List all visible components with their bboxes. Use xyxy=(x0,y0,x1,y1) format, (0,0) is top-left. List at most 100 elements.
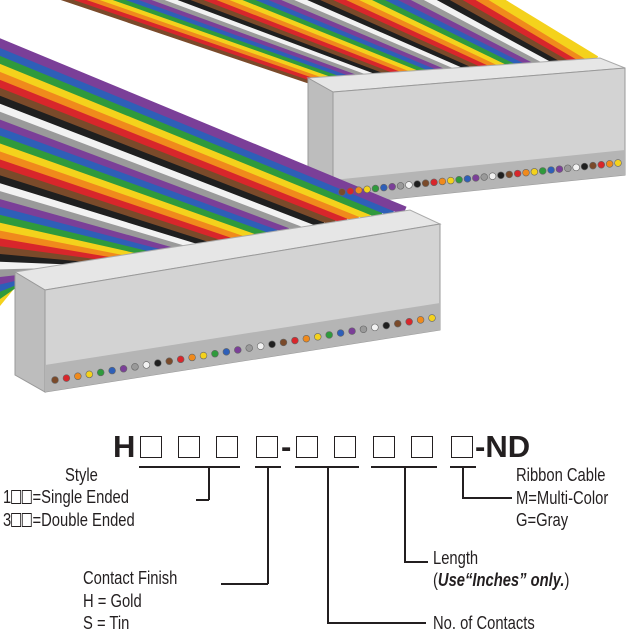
contact-pin xyxy=(472,174,480,182)
ribbon-wire xyxy=(410,0,547,68)
ribbon-wire xyxy=(462,0,581,66)
contact-pin xyxy=(539,167,547,175)
contact-pin xyxy=(245,344,253,352)
contact-pin xyxy=(314,333,322,341)
part-box xyxy=(296,436,318,458)
contact-pin xyxy=(371,184,380,193)
finish-leader xyxy=(267,466,269,584)
contact-pin xyxy=(447,176,455,185)
contact-pin xyxy=(108,366,116,375)
ribbon-wire xyxy=(0,173,209,247)
part-box xyxy=(411,436,433,458)
ribbon-leader xyxy=(462,466,464,498)
contact-pin xyxy=(222,348,231,356)
back-ribbon-cable xyxy=(60,0,599,85)
ribbon-wire xyxy=(0,157,233,243)
contact-pin xyxy=(336,329,345,337)
contact-pin xyxy=(413,180,421,188)
contact-pin xyxy=(302,334,311,343)
contact-pin xyxy=(325,331,333,339)
contact-pin xyxy=(199,351,208,360)
contact-pin xyxy=(547,166,555,174)
contact-pin xyxy=(154,359,162,367)
contact-pin xyxy=(505,170,513,179)
ribbon-cable-assembly-illustration xyxy=(0,0,626,393)
contact-pin xyxy=(371,323,379,332)
contact-pin xyxy=(142,361,151,369)
contact-pin xyxy=(268,340,276,349)
length-note: (Use“Inches” only.) xyxy=(433,570,570,590)
part-dash: - xyxy=(281,429,292,464)
ribbon-wire xyxy=(475,0,590,65)
contact-pin xyxy=(188,353,196,362)
ribbon-wire xyxy=(423,0,555,68)
contact-pins xyxy=(51,159,622,384)
contact-pin xyxy=(388,183,396,191)
style-leader xyxy=(208,466,210,500)
part-box xyxy=(334,436,356,458)
contacts-leader xyxy=(327,622,426,624)
back-connector xyxy=(306,57,626,206)
contact-pin xyxy=(355,186,363,194)
style-double: 3=Double Ended xyxy=(3,510,135,530)
part-box xyxy=(178,436,200,458)
contact-pin xyxy=(96,368,105,377)
ribbon-wire xyxy=(0,94,326,229)
contact-pin xyxy=(62,374,71,382)
ribbon-wire xyxy=(0,189,186,251)
length-title: Length xyxy=(433,548,479,568)
ribbon-wire xyxy=(0,221,139,258)
contact-pin xyxy=(85,370,93,379)
contact-pin xyxy=(430,178,438,187)
contact-pin xyxy=(234,346,242,354)
ribbon-wire xyxy=(0,149,244,242)
contact-pin xyxy=(597,161,605,169)
part-box xyxy=(216,436,238,458)
part-box xyxy=(451,436,473,458)
ribbon-wire xyxy=(0,181,198,249)
style-leader xyxy=(196,499,209,501)
contact-pin xyxy=(405,181,413,189)
ribbon-gray: G=Gray xyxy=(516,510,569,530)
contact-pin xyxy=(522,168,530,177)
contact-pin xyxy=(572,163,580,172)
contact-pin xyxy=(74,372,82,380)
contact-pin xyxy=(589,161,597,170)
finish-leader xyxy=(221,583,268,585)
contact-pin xyxy=(380,183,388,192)
ribbon-wire xyxy=(0,134,268,238)
ribbon-wire xyxy=(0,38,407,216)
contact-pin xyxy=(463,175,472,183)
contact-pin xyxy=(455,175,463,184)
contact-pin xyxy=(614,159,622,167)
contacts-title: No. of Contacts xyxy=(433,613,535,633)
contact-pin xyxy=(396,182,405,190)
contact-pin xyxy=(176,355,185,364)
contact-pin xyxy=(291,336,299,345)
ribbon-wire xyxy=(0,141,256,240)
ribbon-wire xyxy=(0,110,302,232)
contact-finish-tin: S = Tin xyxy=(83,613,130,633)
contact-pin xyxy=(605,160,614,168)
contact-finish-gold: H = Gold xyxy=(83,591,142,611)
contact-pin xyxy=(359,325,368,333)
contact-pin xyxy=(51,376,59,384)
ribbon-wire xyxy=(384,0,529,70)
contact-pin xyxy=(438,177,447,186)
contact-pin xyxy=(211,349,219,358)
contact-pin xyxy=(497,171,505,180)
contact-pin xyxy=(428,314,436,322)
contact-pin xyxy=(416,316,425,324)
underline xyxy=(139,466,240,468)
contact-pin xyxy=(256,342,265,350)
ribbon-wire xyxy=(0,165,221,245)
part-box xyxy=(140,436,162,458)
contact-pin xyxy=(480,173,488,181)
ribbon-wire xyxy=(449,0,573,66)
style-title: Style xyxy=(65,465,98,485)
length-leader xyxy=(404,561,428,563)
ribbon-wire xyxy=(0,62,372,221)
contact-pin xyxy=(279,338,288,347)
ribbon-wire xyxy=(0,54,384,219)
